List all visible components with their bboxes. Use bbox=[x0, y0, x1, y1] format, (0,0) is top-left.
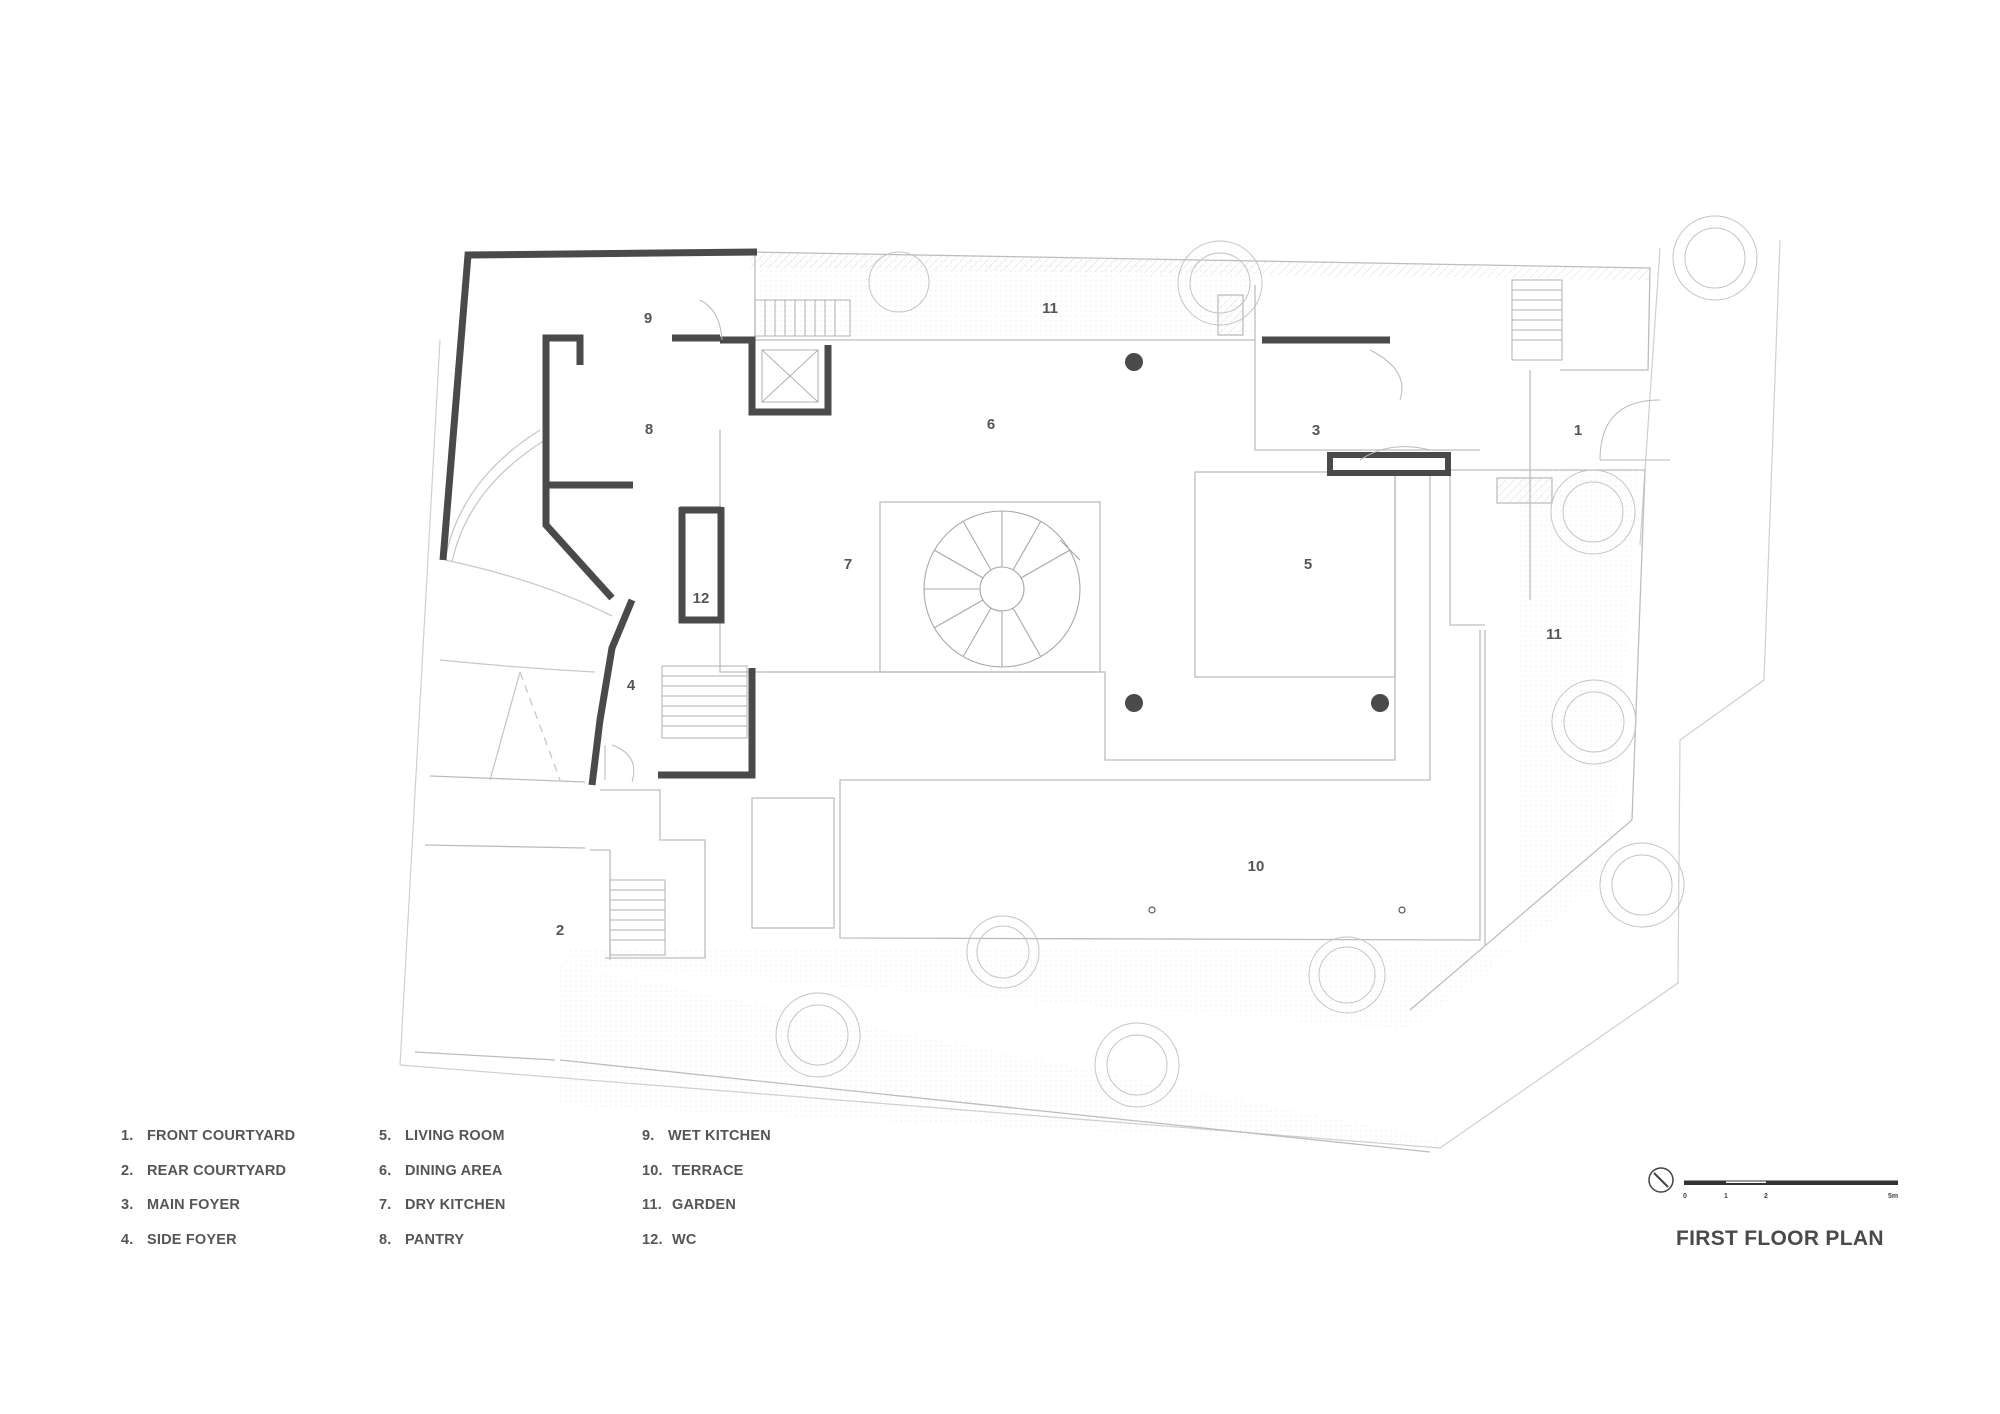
rear-arc bbox=[439, 429, 613, 781]
spiral-staircase bbox=[923, 510, 1081, 668]
room-number-labels: 9 8 6 11 3 1 7 5 12 11 4 10 2 bbox=[556, 300, 1582, 939]
legend-item: 12. WC bbox=[642, 1232, 771, 1267]
legend-label: DRY KITCHEN bbox=[405, 1197, 506, 1213]
legend-label: GARDEN bbox=[672, 1197, 737, 1213]
legend-label: MAIN FOYER bbox=[147, 1197, 241, 1213]
legend-item: 3. MAIN FOYER bbox=[121, 1197, 295, 1232]
legend-number: 6. bbox=[379, 1162, 392, 1179]
legend-item: 10. TERRACE bbox=[642, 1163, 771, 1198]
plan-label-garden-right: 11 bbox=[1546, 626, 1562, 643]
legend-label: DINING AREA bbox=[405, 1162, 503, 1179]
legend-number: 4. bbox=[121, 1231, 134, 1248]
solid-walls bbox=[439, 248, 1451, 786]
legend-item: 11. GARDEN bbox=[642, 1197, 771, 1232]
legend-item: 4. SIDE FOYER bbox=[121, 1232, 295, 1267]
legend-item: 7. DRY KITCHEN bbox=[379, 1197, 506, 1232]
legend-number: 8. bbox=[379, 1231, 392, 1248]
plan-label-living-room: 5 bbox=[1304, 556, 1312, 573]
legend-column-2: 5. LIVING ROOM 6. DINING AREA 7. DRY KITCHE… bbox=[379, 1128, 506, 1266]
legend-number: 7. bbox=[379, 1197, 392, 1213]
plan-label-side-foyer: 4 bbox=[627, 677, 636, 694]
scale-label-1: 1 bbox=[1724, 1193, 1728, 1200]
legend-item: 1. FRONT COURTYARD bbox=[121, 1128, 295, 1163]
legend-column-1: 1. FRONT COURTYARD 2. REAR COURTYARD 3. MAI… bbox=[121, 1128, 295, 1266]
legend-number: 12. bbox=[642, 1231, 663, 1248]
legend-item: 6. DINING AREA bbox=[379, 1163, 506, 1198]
columns bbox=[1125, 353, 1406, 914]
legend-label: WET KITCHEN bbox=[668, 1128, 771, 1144]
plan-label-wet-kitchen: 9 bbox=[644, 310, 652, 327]
scale-label-0: 0 bbox=[1683, 1193, 1687, 1200]
legend-item: 2. REAR COURTYARD bbox=[121, 1163, 295, 1198]
legend-label: SIDE FOYER bbox=[147, 1231, 237, 1248]
plan-label-dry-kitchen: 7 bbox=[844, 556, 852, 573]
legend-number: 5. bbox=[379, 1128, 392, 1144]
scale-label-5m: 5m bbox=[1888, 1193, 1898, 1200]
legend-number: 10. bbox=[642, 1162, 663, 1179]
legend-item: 8. PANTRY bbox=[379, 1232, 506, 1267]
legend-label: PANTRY bbox=[405, 1231, 465, 1248]
legend-number: 1. bbox=[121, 1128, 134, 1144]
plan-label-wc: 12 bbox=[693, 590, 710, 607]
garden-areas bbox=[560, 252, 1650, 1148]
plan-label-garden-top: 11 bbox=[1042, 300, 1058, 317]
legend-number: 11. bbox=[642, 1197, 662, 1213]
legend-label: FRONT COURTYARD bbox=[147, 1128, 296, 1144]
scale-label-2: 2 bbox=[1764, 1193, 1768, 1200]
plan-label-dining-area: 6 bbox=[987, 416, 995, 433]
legend-number: 3. bbox=[121, 1197, 134, 1213]
legend-label: TERRACE bbox=[672, 1162, 744, 1179]
doors bbox=[604, 299, 1670, 783]
plan-label-rear-courtyard: 2 bbox=[556, 922, 564, 939]
scale-bar: 0 1 2 5m bbox=[1683, 1180, 1898, 1200]
legend-column-3: 9. WET KITCHEN 10. TERRACE 11. GARDEN 12. WC bbox=[642, 1128, 771, 1266]
legend-label: REAR COURTYARD bbox=[147, 1162, 287, 1179]
plan-label-main-foyer: 3 bbox=[1312, 422, 1320, 439]
plan-label-terrace: 10 bbox=[1248, 858, 1265, 875]
trees bbox=[775, 215, 1758, 1108]
north-arrow-icon bbox=[1648, 1167, 1674, 1193]
legend-label: WC bbox=[672, 1231, 697, 1248]
legend-number: 2. bbox=[121, 1162, 134, 1179]
stairs bbox=[609, 279, 1563, 956]
plan-label-pantry: 8 bbox=[645, 421, 653, 438]
legend-label: LIVING ROOM bbox=[405, 1128, 505, 1144]
legend-number: 9. bbox=[642, 1128, 655, 1144]
plan-title: FIRST FLOOR PLAN bbox=[1676, 1227, 1884, 1250]
plan-label-front-courtyard: 1 bbox=[1574, 422, 1582, 439]
legend-item: 9. WET KITCHEN bbox=[642, 1128, 771, 1163]
legend-item: 5. LIVING ROOM bbox=[379, 1128, 506, 1163]
